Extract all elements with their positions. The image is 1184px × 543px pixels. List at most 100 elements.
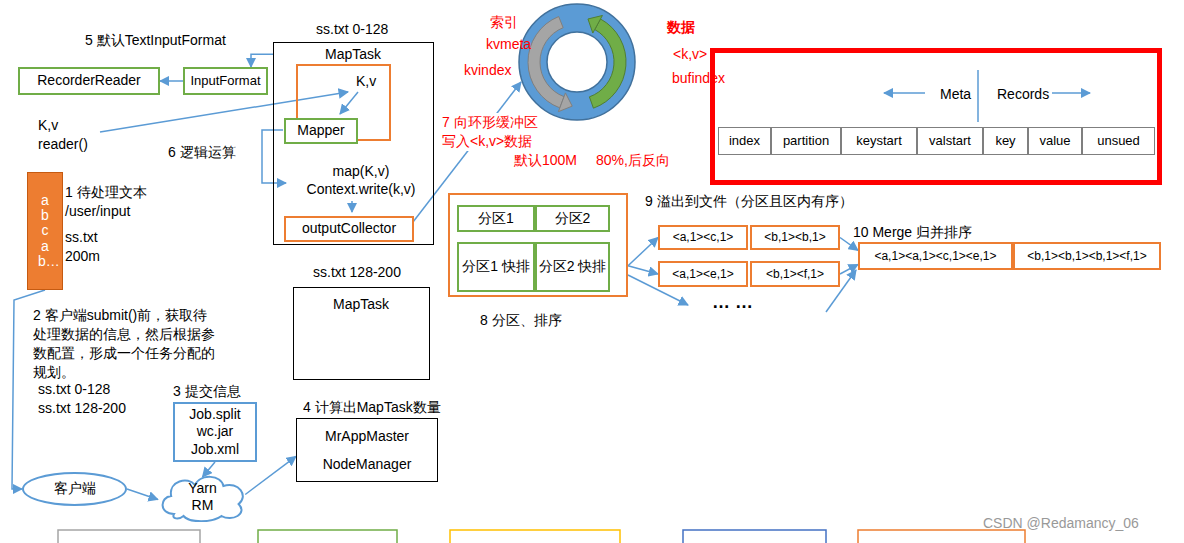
note-label: 6 逻辑运算 — [168, 143, 236, 162]
node-text: partition — [783, 133, 829, 149]
connector — [251, 54, 273, 67]
note-label: 7 向环形缓冲区写入<k,v>数据 — [442, 113, 548, 151]
connector — [160, 80, 183, 82]
leader-line — [351, 201, 353, 212]
node-content: Yarn RM — [155, 472, 250, 522]
leader-line — [340, 92, 358, 114]
record-cell: unsued — [1082, 127, 1155, 155]
inputformat-box: InputFormat — [183, 67, 268, 95]
note-label: <k,v> — [673, 45, 707, 64]
ring-inner — [547, 32, 607, 92]
node-content: RecorderReader — [20, 69, 158, 93]
note-label: ss.txt 128-200 — [38, 399, 126, 418]
node-content: outputCollector — [286, 218, 412, 240]
note-label: kvmeta — [486, 35, 531, 54]
node-content: 分区1 快排 — [459, 244, 533, 290]
partition-cell: 分区2 快排 — [535, 242, 610, 292]
meta-cell: index — [718, 127, 771, 155]
node-text: value — [1039, 133, 1070, 149]
node-content: Job.split wc.jar Job.xml — [175, 404, 255, 460]
merge-box: <a,1><a,1><c,1><e,1> — [858, 242, 1013, 270]
node-content: Mapper — [286, 120, 356, 142]
node-content: <a,1><a,1><c,1><e,1> — [860, 244, 1011, 268]
record-cell: key — [983, 127, 1028, 155]
node-text: Meta — [940, 86, 971, 104]
mapper-box: Mapper — [284, 118, 358, 144]
leader-line — [413, 82, 521, 222]
node-text: ss.txt 128-200 — [313, 264, 401, 282]
node-text: 分区2 — [555, 210, 591, 228]
node-text: map(K,v) Context.write(k,v) — [291, 163, 431, 198]
note-label: 索引 — [490, 13, 518, 32]
spill-box: <b,1><f,1> — [750, 261, 840, 287]
spill-box: <a,1><c,1> — [658, 225, 748, 250]
reader-box: RecorderReader — [18, 67, 160, 95]
note-label: 4 计算出MapTask数量 — [303, 398, 441, 417]
node-text: Mapper — [297, 122, 344, 140]
node-text: valstart — [929, 133, 971, 149]
node-text: <b,1><b,1><b,1><f,1> — [1027, 249, 1146, 264]
note-label: CSDN @Redamancy_06 — [983, 514, 1139, 533]
note-label: ss.txt 0-128 — [38, 380, 110, 399]
ring-arrowhead — [558, 93, 572, 112]
note-label: 5 默认TextInputFormat — [85, 31, 226, 50]
note-label: K,v reader() — [38, 116, 98, 154]
node-text: keystart — [856, 133, 902, 149]
note-label: 1 待处理文本 /user/input — [65, 183, 169, 221]
node-text: outputCollector — [302, 220, 396, 238]
note-label: 80%,后反向 — [596, 151, 670, 170]
ring-outer — [519, 4, 635, 120]
note-label: 2 客户端submit()前，获取待处理数据的信息，然后根据参数配置，形成一个任… — [33, 306, 221, 382]
stage-box — [683, 530, 826, 543]
bracket-line — [262, 130, 286, 183]
maptask-box: ss.txt 0-128MapTaskmap(K,v) Context.writ… — [273, 42, 434, 245]
node-text: ss.txt 0-128 — [316, 21, 388, 39]
node-text: Records — [997, 86, 1049, 104]
spill-box: <b,1><b,1> — [750, 225, 840, 250]
node-text: <a,1><a,1><c,1><e,1> — [874, 249, 996, 264]
note-label: ss.txt 200m — [65, 228, 120, 266]
node-text: key — [995, 133, 1015, 149]
note-label: 9 溢出到文件（分区且区内有序） — [645, 192, 853, 211]
node-content: 客户端 — [24, 474, 125, 504]
node-content: MrAppMaster NodeManager — [297, 419, 437, 481]
connector — [628, 238, 658, 266]
partition-box: 8 分区、排序分区1分区2分区1 快排分区2 快排 — [448, 193, 628, 297]
node-content: valstart — [918, 128, 982, 154]
node-content: abcab… — [28, 173, 62, 289]
collector-box: outputCollector — [284, 216, 414, 242]
ring-arrow — [589, 19, 626, 108]
ring-arrowhead — [588, 15, 602, 33]
cloud-shape — [163, 477, 243, 521]
input-file-bar: abcab… — [27, 172, 63, 290]
node-content: 分区2 快排 — [537, 244, 608, 290]
records-arrow — [1052, 92, 1090, 94]
stage-box — [58, 530, 200, 543]
connector — [840, 264, 858, 274]
node-content: ss.txt 128-200MapTask — [294, 288, 429, 379]
submit-files-box: Job.split wc.jar Job.xml — [173, 402, 257, 462]
node-content: keystart — [842, 128, 916, 154]
connector — [203, 462, 216, 477]
stage-box — [258, 530, 397, 543]
node-content: InputFormat — [185, 69, 266, 93]
node-text: <a,1><e,1> — [672, 267, 733, 282]
meta-cell: valstart — [917, 127, 983, 155]
node-text: MapTask — [293, 296, 430, 314]
node-text: K,v — [356, 73, 376, 91]
meta-cell: keystart — [841, 127, 917, 155]
node-content: 分区1 — [459, 207, 533, 230]
node-content: <b,1><f,1> — [752, 263, 838, 285]
connector — [127, 489, 158, 500]
node-text: 分区2 快排 — [539, 258, 607, 276]
node-content: unsued — [1083, 128, 1154, 154]
yarn-cloud: Yarn RM — [155, 472, 250, 522]
note-label: 默认100M — [514, 151, 577, 170]
connector — [245, 456, 296, 494]
record-cell: value — [1028, 127, 1082, 155]
node-text: 8 分区、排序 — [480, 312, 562, 330]
note-label: 10 Merge 归并排序 — [853, 223, 972, 242]
node-content: <a,1><c,1> — [660, 227, 746, 248]
node-text: RecorderReader — [37, 72, 141, 90]
